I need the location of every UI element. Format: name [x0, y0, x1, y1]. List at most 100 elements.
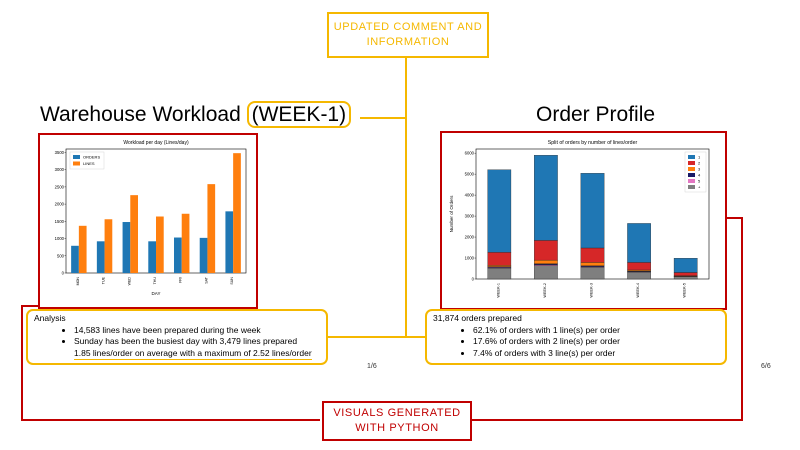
right-page-number: 6/6 — [761, 363, 771, 370]
order-profile-chart: Split of orders by number of lines/order… — [449, 140, 710, 298]
legend-label: ORDERS — [83, 155, 100, 160]
updated-comment-label: UPDATED COMMENT AND INFORMATION — [333, 21, 483, 48]
bar-segment-1 — [627, 223, 651, 263]
y-tick-label: 2000 — [465, 235, 475, 240]
y-tick-label: 3000 — [465, 214, 475, 219]
left-analysis-heading: Analysis — [34, 313, 66, 323]
bar-lines — [181, 213, 190, 273]
bar-orders — [71, 245, 79, 273]
x-tick-label: WEEK-1 — [496, 283, 500, 298]
legend-label: 4 — [698, 173, 701, 178]
bar-segment-2 — [487, 252, 512, 266]
left-analysis-list: 14,583 lines have been prepared during t… — [34, 325, 320, 360]
left-analysis-item: 1.85 lines/order on average with a maxim… — [74, 348, 312, 360]
y-tick-label: 5000 — [465, 172, 475, 177]
visuals-python-label: VISUALS GENERATED WITH PYTHON — [333, 407, 461, 434]
bar-segment-+ — [534, 265, 558, 280]
x-tick-label: SUN — [230, 277, 234, 285]
y-tick-label: 6000 — [465, 151, 475, 156]
right-analysis-list: 62.1% of orders with 1 line(s) per order… — [433, 325, 719, 360]
x-tick-label: WEEK-4 — [636, 283, 640, 298]
bar-segment-3 — [534, 259, 558, 264]
x-tick-label: MON — [76, 277, 80, 286]
legend-swatch — [688, 167, 695, 171]
right-title: Order Profile — [536, 103, 656, 126]
bar-orders — [225, 211, 234, 273]
bar-segment-+ — [580, 267, 605, 280]
x-tick-label: FRI — [179, 277, 183, 283]
bar-segment-1 — [534, 155, 558, 241]
right-analysis-box: 31,874 orders prepared 62.1% of orders w… — [425, 309, 727, 365]
left-title-text: Warehouse Workload — [40, 103, 241, 126]
y-tick-label: 0 — [62, 271, 65, 276]
x-axis-label: DAY — [152, 291, 161, 296]
chart-title: Split of orders by number of lines/order — [548, 140, 638, 146]
bar-lines — [130, 195, 138, 273]
y-tick-label: 500 — [57, 253, 65, 258]
legend-label: 3 — [698, 167, 701, 172]
x-tick-label: WED — [127, 277, 131, 286]
legend-label: + — [698, 185, 701, 190]
visuals-python-callout: VISUALS GENERATED WITH PYTHON — [322, 401, 472, 441]
left-analysis-item: Sunday has been the busiest day with 3,4… — [74, 336, 320, 348]
bar-segment-+ — [487, 267, 512, 280]
bar-segment-2 — [534, 240, 558, 261]
x-tick-label: TUE — [102, 276, 106, 284]
x-tick-label: THU — [153, 277, 157, 285]
x-tick-label: SAT — [204, 276, 208, 284]
y-tick-label: 2000 — [55, 202, 65, 207]
legend-swatch — [688, 179, 695, 183]
y-tick-label: 1000 — [55, 236, 65, 241]
bar-orders — [199, 237, 208, 273]
y-tick-label: 2500 — [55, 184, 65, 189]
legend-label: 2 — [698, 161, 701, 166]
x-tick-label: WEEK-5 — [683, 283, 687, 298]
week-highlight: (WEEK-1) — [246, 101, 352, 128]
bar-orders — [174, 237, 182, 273]
y-tick-label: 3000 — [55, 167, 65, 172]
x-tick-label: WEEK-2 — [543, 283, 547, 298]
bar-segment-3 — [580, 262, 605, 266]
legend-swatch — [688, 155, 695, 159]
left-analysis-item: 14,583 lines have been prepared during t… — [74, 325, 320, 337]
x-tick-label: WEEK-3 — [590, 283, 594, 298]
bar-segment-2 — [673, 272, 698, 276]
legend-label: 5 — [698, 179, 701, 184]
y-tick-label: 4000 — [465, 193, 475, 198]
legend-swatch — [688, 173, 695, 177]
bar-segment-1 — [673, 258, 698, 273]
bar-lines — [156, 216, 164, 273]
right-analysis-heading: 31,874 orders prepared — [433, 313, 522, 323]
y-axis-label: Number of Orders — [449, 195, 454, 232]
bar-lines — [78, 225, 87, 273]
right-analysis-item: 7.4% of orders with 3 line(s) per order — [473, 348, 719, 360]
chart-title: Workload per day (Lines/day) — [123, 140, 189, 146]
legend-swatch — [688, 185, 695, 189]
bar-orders — [148, 241, 156, 273]
legend-swatch — [73, 161, 80, 166]
left-analysis-box: Analysis 14,583 lines have been prepared… — [26, 309, 328, 365]
workload-chart: Workload per day (Lines/day) 0 500 1000 1500… — [55, 140, 247, 296]
bar-lines — [233, 153, 241, 273]
bar-lines — [104, 219, 113, 273]
y-tick-label: 1000 — [465, 256, 475, 261]
bar-segment-1 — [487, 169, 512, 253]
legend-label: LINES — [83, 161, 95, 166]
left-page-number: 1/6 — [367, 363, 377, 370]
legend-swatch — [688, 161, 695, 165]
left-title: Warehouse Workload (WEEK-1) — [40, 101, 352, 128]
right-analysis-item: 62.1% of orders with 1 line(s) per order — [473, 325, 719, 337]
y-tick-label: 1500 — [55, 219, 65, 224]
bar-segment-1 — [580, 173, 605, 249]
right-analysis-item: 17.6% of orders with 2 line(s) per order — [473, 336, 719, 348]
bar-segment-+ — [673, 276, 698, 280]
workload-chart-panel: Workload per day (Lines/day) 0 500 1000 1500… — [38, 133, 258, 309]
bar-segment-+ — [627, 271, 651, 280]
bar-orders — [96, 241, 105, 273]
legend-swatch — [73, 155, 80, 159]
bar-segment-2 — [627, 262, 651, 271]
bar-segment-3 — [487, 265, 512, 267]
bar-segment-2 — [580, 247, 605, 263]
legend-label: 1 — [698, 155, 701, 160]
